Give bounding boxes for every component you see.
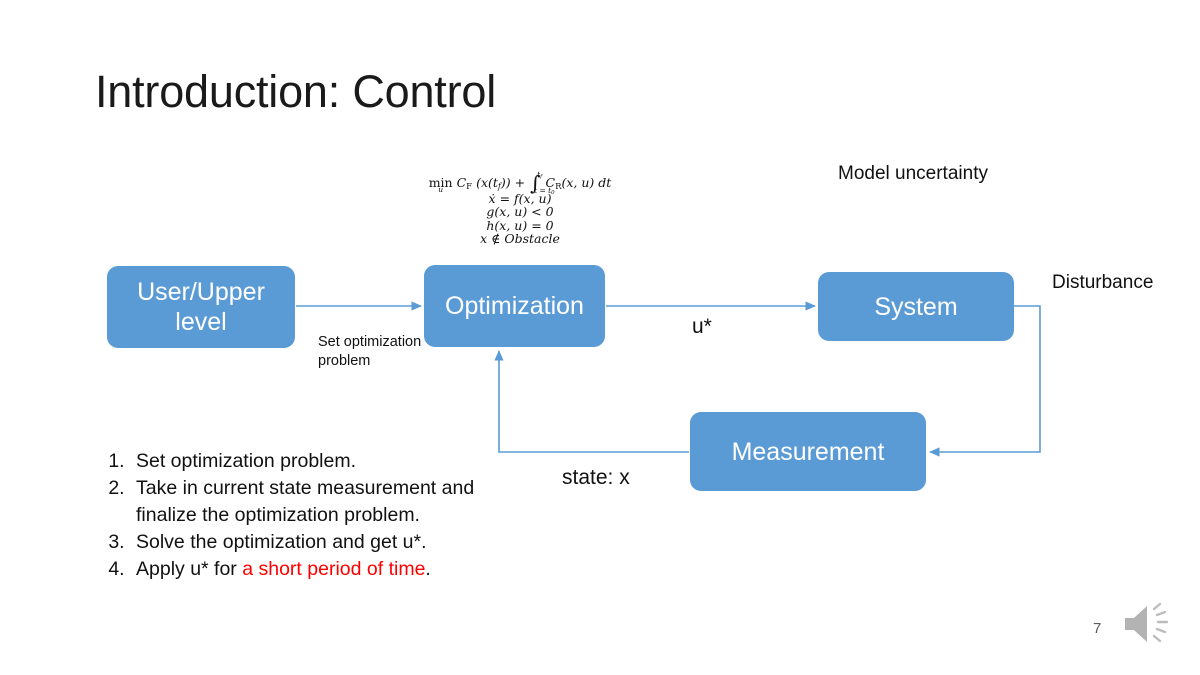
- running-cost-argument: (x, u) dt: [561, 175, 612, 190]
- label-model-uncertainty: Model uncertainty: [838, 163, 988, 184]
- list-item: Apply u* for a short period of time.: [130, 556, 520, 583]
- running-cost-subscript: R: [555, 182, 562, 192]
- terminal-cost-subscript: F: [466, 182, 473, 192]
- diagram-box-system[interactable]: System: [818, 272, 1014, 341]
- diagram-box-optimization-label: Optimization: [445, 292, 584, 320]
- diagram-box-system-label: System: [874, 292, 958, 321]
- speaker-icon[interactable]: [1121, 600, 1181, 648]
- constraint-equality: h(x, u) = 0: [486, 217, 554, 233]
- list-item: Solve the optimization and get u*.: [130, 529, 520, 556]
- diagram-box-user-label: User/Upper level: [137, 278, 265, 336]
- list-item: Take in current state measurement and fi…: [130, 475, 520, 529]
- arrow-measurement-to-optimization: [494, 350, 689, 453]
- diagram-box-measurement[interactable]: Measurement: [690, 412, 926, 491]
- integral-lower-limit: t = t0: [534, 185, 555, 196]
- step-4-highlight: a short period of time: [242, 557, 426, 580]
- label-disturbance: Disturbance: [1052, 272, 1154, 293]
- integral-upper-limit: tf: [537, 170, 543, 180]
- constraint-obstacle: x ∉ Obstacle: [480, 230, 560, 246]
- label-state-signal: state: x: [562, 466, 630, 489]
- plus-sign: +: [514, 175, 526, 190]
- constraint-inequality: g(x, u) < 0: [486, 204, 554, 220]
- diagram-box-optimization[interactable]: Optimization: [424, 265, 605, 347]
- step-1-text: Set optimization problem.: [136, 450, 357, 472]
- diagram-box-user[interactable]: User/Upper level: [107, 266, 295, 348]
- diagram-box-measurement-label: Measurement: [731, 437, 885, 466]
- step-4-text-before: Apply u* for: [136, 557, 243, 580]
- label-control-signal: u*: [692, 315, 712, 338]
- terminal-cost-arg-close: )): [500, 175, 511, 190]
- list-item: Set optimization problem.: [130, 448, 520, 475]
- terminal-cost-symbol: C: [456, 175, 467, 190]
- page-title: Introduction: Control: [95, 66, 497, 117]
- steps-list: Set optimization problem. Take in curren…: [100, 448, 520, 583]
- step-3-text: Solve the optimization and get u*.: [136, 530, 427, 553]
- terminal-time-subscript: f: [497, 182, 501, 191]
- slide-number: 7: [1093, 620, 1102, 637]
- terminal-cost-arg-open: (x(t: [476, 175, 498, 190]
- label-set-optimization-problem: Set optimization problem: [318, 334, 422, 370]
- step-4-text-after: .: [425, 557, 431, 580]
- running-cost-symbol: C: [545, 175, 556, 190]
- min-subscript: u: [438, 185, 444, 194]
- constraint-dynamics: ẋ = f(x, u): [488, 191, 552, 206]
- step-2-text: Take in current state measurement and fi…: [136, 476, 475, 526]
